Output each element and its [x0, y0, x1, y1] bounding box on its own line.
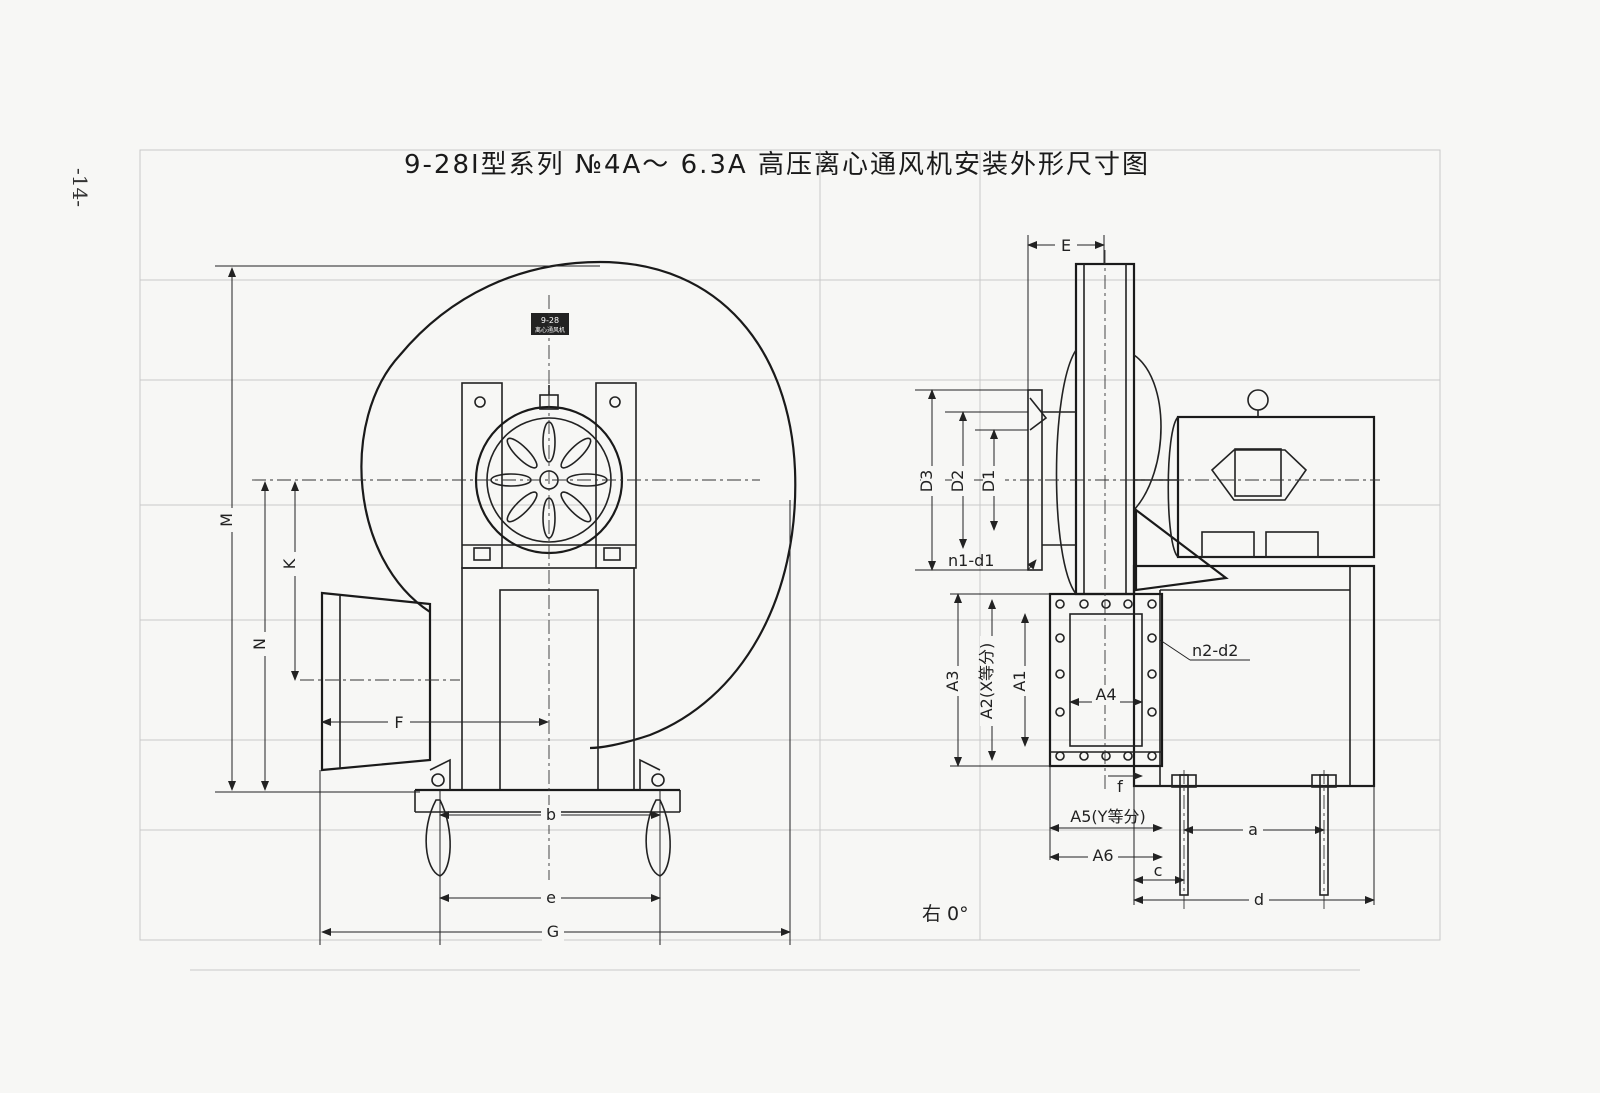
- fan-cover-slot: [506, 437, 538, 469]
- dim-c: c: [1154, 861, 1163, 880]
- flange-bolt-hole: [1055, 633, 1065, 643]
- label-n1-d1: n1-d1: [948, 551, 994, 570]
- volute-casing: [360, 260, 797, 750]
- flange-bolt-hole: [1079, 751, 1089, 761]
- flange-bolt-hole: [1147, 669, 1157, 679]
- dim-D1: D1: [979, 470, 998, 493]
- dim-f: f: [1117, 777, 1123, 796]
- nameplate-model: 9-28: [541, 316, 559, 325]
- dim-A3: A3: [943, 670, 962, 691]
- flange-bolt-hole: [1079, 599, 1089, 609]
- dim-A6: A6: [1092, 846, 1113, 865]
- flange-bolt-hole: [1147, 633, 1157, 643]
- dim-A2: A2(X等分): [977, 643, 996, 720]
- flange-bolt-hole: [1147, 599, 1157, 609]
- flange-bolt-hole: [1147, 751, 1157, 761]
- dim-A1: A1: [1010, 670, 1029, 691]
- fan-cover-slot: [560, 491, 592, 523]
- dim-D2: D2: [948, 470, 967, 493]
- motor-pedestal: [461, 567, 635, 791]
- orientation-label: 右 0°: [922, 903, 969, 925]
- outlet-duct: [320, 591, 432, 772]
- flange-bolt-hole: [1055, 707, 1065, 717]
- dim-d: d: [1254, 890, 1264, 909]
- side-view: E D3 D2 D1 n1-d1 n2-d2 A3 A2(X等分) A1 A4 …: [915, 235, 1380, 910]
- dim-G: G: [547, 922, 559, 941]
- dim-b: b: [546, 805, 556, 824]
- flange-bolt-hole: [1123, 599, 1133, 609]
- flange-bolt-hole: [1055, 751, 1065, 761]
- front-view: 9-28 离心通风机 M N K F: [215, 260, 797, 945]
- dim-M: M: [217, 513, 236, 527]
- support-bracket: [1134, 507, 1229, 592]
- drawing-title: 9-28Ⅰ型系列 №4A～ 6.3A 高压离心通风机安装外形尺寸图: [404, 150, 1150, 180]
- dim-F: F: [394, 713, 403, 732]
- outlet-flange: [1048, 592, 1164, 768]
- dim-A4: A4: [1095, 685, 1116, 704]
- label-n2-d2: n2-d2: [1192, 641, 1238, 660]
- dim-D3: D3: [917, 470, 936, 493]
- dim-E: E: [1061, 236, 1071, 255]
- fan-cover-slot: [560, 437, 592, 469]
- dim-N: N: [250, 638, 269, 650]
- base-frame: [1132, 564, 1376, 788]
- nameplate-name: 离心通风机: [535, 326, 565, 334]
- dim-A5: A5(Y等分): [1070, 807, 1145, 826]
- flange-bolt-hole: [1055, 669, 1065, 679]
- dim-a: a: [1248, 820, 1258, 839]
- dim-e: e: [546, 888, 556, 907]
- fan-cover-slot: [506, 491, 538, 523]
- flange-bolt-hole: [1101, 599, 1111, 609]
- flange-bolt-hole: [1147, 707, 1157, 717]
- nameplate: [531, 313, 569, 335]
- flange-bolt-hole: [1055, 599, 1065, 609]
- side-motor: [1176, 415, 1376, 559]
- flange-bolt-hole: [1123, 751, 1133, 761]
- dim-K: K: [280, 558, 299, 569]
- flange-bolt-hole: [1101, 751, 1111, 761]
